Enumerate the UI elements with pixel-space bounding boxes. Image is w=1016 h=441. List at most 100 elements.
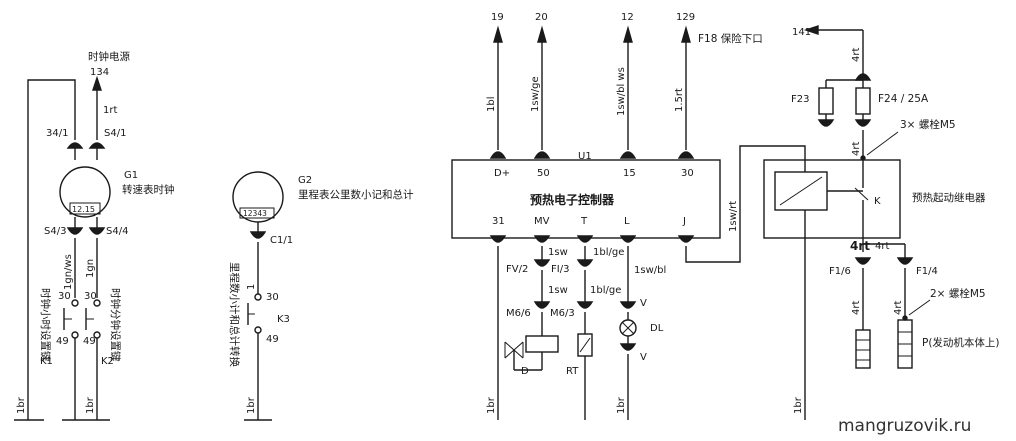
clock-desc: 转速表时钟 <box>122 183 175 196</box>
wire-t2: 1bl/ge <box>590 285 621 296</box>
ground-left: 1br <box>16 396 27 414</box>
clock-name: G1 <box>124 170 138 181</box>
wire-mv2: 1sw <box>548 285 568 296</box>
terminal-12: 12 <box>621 12 634 23</box>
ground-l: 1br <box>616 396 627 414</box>
k2-49: 49 <box>83 336 96 347</box>
pin-f14: F1/4 <box>916 266 938 277</box>
pin-15: 15 <box>623 168 636 179</box>
terminal-129: 129 <box>676 12 695 23</box>
fuse-f24-label: F24 / 25A <box>878 93 929 105</box>
pin-j: J <box>682 216 686 227</box>
pin-f16: F1/6 <box>829 266 851 277</box>
arrow-12 <box>623 25 633 43</box>
pin-50: 50 <box>537 168 550 179</box>
preheat-relay-box <box>763 159 901 239</box>
wire-141: 4rt <box>851 48 862 62</box>
wire-mv: 1sw <box>548 247 568 258</box>
valve-icon <box>504 341 524 359</box>
pin-fv2: FV/2 <box>506 264 528 275</box>
clock-wire-left: 1gn/ws <box>63 254 74 290</box>
wire-bottom: 4rt <box>875 241 889 252</box>
pin-fi3: FI/3 <box>551 264 569 275</box>
v-top: V <box>640 298 647 309</box>
watermark: mangruzovik.ru <box>838 416 971 436</box>
connector-34-1 <box>66 142 84 149</box>
label-d: D <box>521 366 529 377</box>
terminal-20: 20 <box>535 12 548 23</box>
connector-c1-1 <box>249 231 267 239</box>
pin-s4-3: S4/3 <box>44 226 66 237</box>
connector-s4-3 <box>66 227 84 235</box>
connector-s4-1 <box>88 142 106 149</box>
k2-label: K2 <box>101 356 114 367</box>
arrow-134 <box>92 75 102 91</box>
wire-50: 1sw/ge <box>530 76 541 112</box>
k3-49: 49 <box>266 334 279 345</box>
pin-c1-1: C1/1 <box>270 235 293 246</box>
clock-display-value: 12.15 <box>72 205 95 214</box>
arrow-141 <box>803 25 819 35</box>
arrow-20 <box>537 25 547 43</box>
wire-30: 1.5rt <box>674 88 685 112</box>
odometer-ground: 1br <box>246 396 257 414</box>
clock-display <box>69 202 101 215</box>
pin-mv: MV <box>534 216 550 227</box>
wire-j: 1sw/rt <box>728 201 739 232</box>
bolt-top: 3× 螺栓M5 <box>900 118 956 131</box>
label-rt: RT <box>566 366 579 377</box>
ground-right: 1br <box>85 396 96 414</box>
k2-30: 30 <box>84 291 97 302</box>
clock-section: 时钟电源 134 1rt 34/1 S4/1 12.15 G1 转速表时钟 S4… <box>14 50 175 421</box>
pin-31: 31 <box>492 216 505 227</box>
pin-dplus: D+ <box>494 168 510 179</box>
odometer-display <box>239 207 275 219</box>
pin-30: 30 <box>681 168 694 179</box>
arrow-129 <box>681 25 691 43</box>
f18-label: F18 保险下口 <box>698 32 763 45</box>
wire-t: 1bl/ge <box>593 247 624 258</box>
arrow-19 <box>493 25 503 43</box>
p-label: P(发动机本体上) <box>922 336 1000 349</box>
pin-t: T <box>580 216 588 227</box>
connector-s4-4 <box>88 227 106 235</box>
glow-plug-1 <box>855 329 871 369</box>
odometer-wire: 1 <box>246 284 257 290</box>
fuse-f23-label: F23 <box>791 94 809 105</box>
relay-ground: 1br <box>793 396 804 414</box>
k2-desc: 时钟分钟设置键 <box>109 288 122 362</box>
ground-31: 1br <box>486 396 497 414</box>
odometer-section: 12343 G2 里程表公里数小记和总计 C1/1 1 30 49 K3 里程数… <box>228 171 414 421</box>
pin-l: L <box>624 216 630 227</box>
k3-desc: 里程数小计和总计转换 <box>228 262 241 367</box>
odometer-desc: 里程表公里数小记和总计 <box>298 188 414 201</box>
pin-34-1: 34/1 <box>46 128 68 139</box>
odometer-display-value: 12343 <box>243 209 267 218</box>
fuse-f24 <box>855 87 871 115</box>
terminal-134: 134 <box>90 67 109 78</box>
wire-top: 4rt <box>851 142 862 156</box>
clock-gauge <box>59 166 111 218</box>
odometer-name: G2 <box>298 175 312 186</box>
pin-s4-1: S4/1 <box>104 128 126 139</box>
controller-name: U1 <box>578 151 592 162</box>
fuse-f23 <box>818 87 834 115</box>
solenoid-d <box>525 335 559 353</box>
wire-l: 1sw/bl <box>634 265 666 276</box>
k1-label: K1 <box>40 356 53 367</box>
pin-s4-4: S4/4 <box>106 226 128 237</box>
relay-label: 预热起动继电器 <box>912 191 986 204</box>
k3-30: 30 <box>266 292 279 303</box>
pin-m6-6: M6/6 <box>506 308 531 319</box>
k1-30: 30 <box>58 291 71 302</box>
relay-k: K <box>874 196 881 207</box>
clock-wire-right: 1gn <box>85 259 96 278</box>
label-dl: DL <box>650 323 664 334</box>
wire-134-color: 1rt <box>103 105 117 116</box>
k1-desc: 时钟小时设置键 <box>39 288 52 362</box>
terminal-141: 141 <box>792 27 811 38</box>
k3-label: K3 <box>277 314 290 325</box>
terminal-19: 19 <box>491 12 504 23</box>
v-bottom: V <box>640 352 647 363</box>
